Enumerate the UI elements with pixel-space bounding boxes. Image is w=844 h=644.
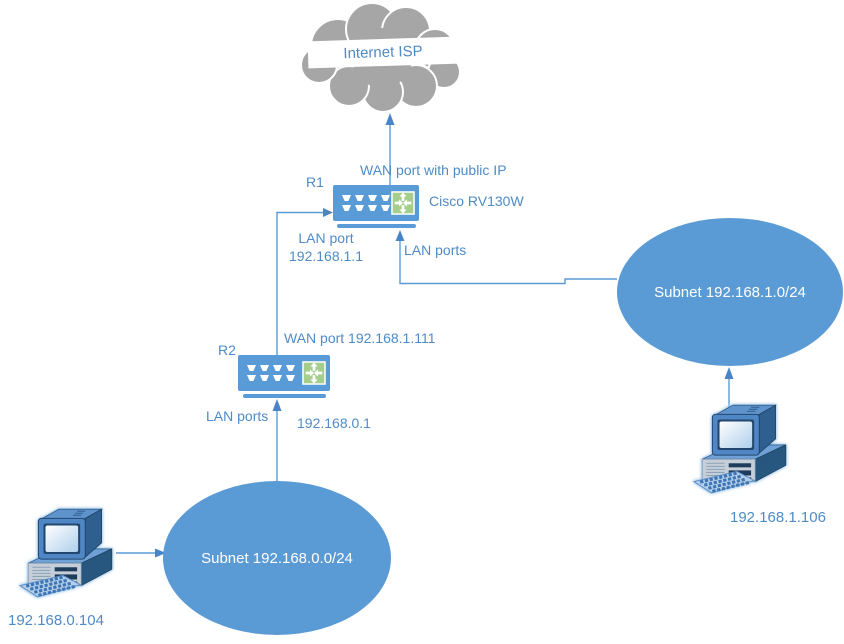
- port-icon: [260, 375, 269, 381]
- subnet-label: Subnet 192.168.1.0/24: [654, 283, 806, 301]
- arrowhead-to-cloud: [385, 113, 395, 125]
- wire-subnet1-to-r1: [399, 238, 617, 285]
- port-icon: [273, 365, 282, 371]
- port-icon: [260, 365, 269, 371]
- port-icon: [368, 205, 377, 211]
- router-symbol-icon: [302, 361, 326, 385]
- router-r2-base: [243, 394, 326, 398]
- router-r1-wan-label: WAN port with public IP: [360, 162, 507, 178]
- port-icon: [273, 375, 282, 381]
- desktop-computer-icon-left: [18, 504, 124, 602]
- router-r1-name-label: R1: [306, 174, 324, 190]
- subnet-192-168-0-ellipse: Subnet 192.168.0.0/24: [163, 481, 391, 635]
- wire-r2-to-r1: [276, 211, 326, 355]
- pc-left-ip-label: 192.168.0.104: [8, 612, 104, 629]
- arrowhead-to-r1-left: [323, 208, 333, 217]
- port-icon: [286, 365, 295, 371]
- router-ports: [247, 365, 295, 381]
- port-icon: [247, 365, 256, 371]
- cloud-label: Internet ISP: [343, 42, 423, 63]
- port-icon: [355, 205, 364, 211]
- arrowhead-to-subnet0: [155, 548, 166, 558]
- router-r1-lan-ports-label: LAN ports: [404, 242, 467, 258]
- router-r2-name-label: R2: [218, 342, 236, 358]
- port-icon: [286, 375, 295, 381]
- port-icon: [247, 375, 256, 381]
- lan-port-text: LAN port: [298, 230, 354, 246]
- router-r1-lan-port-label: LAN port 192.168.1.1: [281, 229, 371, 265]
- router-ports: [342, 195, 390, 211]
- internet-cloud: Internet ISP: [300, 2, 465, 114]
- cloud-banner: Internet ISP: [307, 36, 459, 69]
- router-r2-wan-label: WAN port 192.168.1.111: [284, 330, 436, 346]
- router-r1-model-label: Cisco RV130W: [429, 193, 524, 209]
- router-r1-icon: [333, 185, 419, 221]
- port-icon: [342, 195, 351, 201]
- port-icon: [381, 205, 390, 211]
- subnet-192-168-1-ellipse: Subnet 192.168.1.0/24: [617, 218, 843, 366]
- router-r2-gateway-ip-label: 192.168.0.1: [297, 415, 371, 431]
- pc-right-ip-label: 192.168.1.106: [730, 509, 826, 526]
- lan-port-ip: 192.168.1.1: [289, 248, 363, 264]
- arrowhead-to-r2-bottom: [272, 399, 282, 411]
- port-icon: [368, 195, 377, 201]
- subnet-label: Subnet 192.168.0.0/24: [201, 549, 353, 567]
- router-r2-lan-ports-label: LAN ports: [206, 408, 269, 424]
- port-icon: [342, 205, 351, 211]
- port-icon: [381, 195, 390, 201]
- desktop-computer-icon-right: [692, 400, 798, 498]
- router-r2-icon: [238, 355, 330, 391]
- router-symbol-icon: [391, 191, 415, 215]
- router-r1-base: [337, 224, 416, 228]
- port-icon: [355, 195, 364, 201]
- arrowhead-to-r1-bottom: [395, 230, 405, 241]
- arrowhead-to-subnet1: [724, 367, 734, 379]
